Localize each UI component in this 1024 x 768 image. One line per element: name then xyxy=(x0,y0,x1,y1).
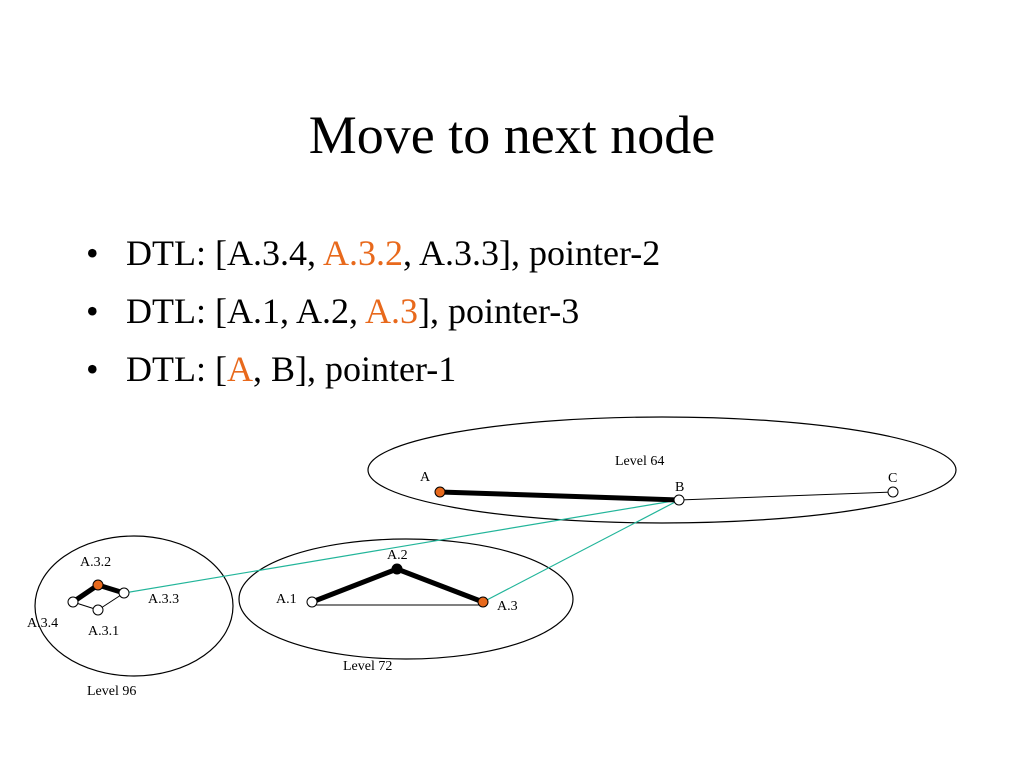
level-64-ellipse xyxy=(367,416,957,524)
node-a32 xyxy=(92,579,104,591)
node-b-label: B xyxy=(675,480,684,495)
level-96-label: Level 96 xyxy=(87,684,136,699)
node-a33 xyxy=(118,587,130,599)
bullet-dot: • xyxy=(86,349,99,389)
bullet-list: • DTL: [A.3.4, A.3.2, A.3.3], pointer-2 … xyxy=(86,224,660,398)
node-c-label: C xyxy=(888,471,897,486)
bullet-dot: • xyxy=(86,233,99,273)
bullet-text-suffix: , A.3.3], pointer-2 xyxy=(402,233,661,273)
bullet-dot: • xyxy=(86,291,99,331)
bullet-text-highlight: A xyxy=(226,349,253,389)
node-a3-label: A.3 xyxy=(497,599,518,614)
bullet-text-highlight: A.3.2 xyxy=(322,233,403,273)
bullet-text-prefix: DTL: [A.3.4, xyxy=(126,233,323,273)
node-a32-label: A.3.2 xyxy=(80,555,111,570)
link-a3-b xyxy=(482,499,680,603)
bullet-text-prefix: DTL: [ xyxy=(126,349,227,389)
node-a-label: A xyxy=(420,470,431,485)
level-72-ellipse xyxy=(238,538,574,660)
node-a1 xyxy=(306,596,318,608)
node-a34 xyxy=(67,596,79,608)
node-a1-label: A.1 xyxy=(276,592,297,607)
level-96-ellipse xyxy=(34,535,234,677)
edge-a-b xyxy=(439,489,680,503)
node-c xyxy=(887,486,899,498)
bullet-text-highlight: A.3 xyxy=(365,291,418,331)
level-72-label: Level 72 xyxy=(343,659,392,674)
bullet-text-prefix: DTL: [A.1, A.2, xyxy=(126,291,365,331)
link-a33-b xyxy=(123,499,680,594)
node-b xyxy=(673,494,685,506)
node-a2-label: A.2 xyxy=(387,548,408,563)
bullet-item: • DTL: [A, B], pointer-1 xyxy=(86,340,660,398)
bullet-item: • DTL: [A.3.4, A.3.2, A.3.3], pointer-2 xyxy=(86,224,660,282)
node-a2 xyxy=(391,563,403,575)
bullet-text-suffix: ], pointer-3 xyxy=(418,291,580,331)
edge-a2-a3 xyxy=(396,566,484,605)
edge-a1-a2 xyxy=(311,566,398,605)
node-a34-label: A.3.4 xyxy=(27,616,58,631)
node-a3 xyxy=(477,596,489,608)
edge-b-c xyxy=(678,491,894,501)
level-64-label: Level 64 xyxy=(615,454,664,469)
bullet-text-suffix: , B], pointer-1 xyxy=(252,349,457,389)
node-a31-label: A.3.1 xyxy=(88,624,119,639)
node-a33-label: A.3.3 xyxy=(148,592,179,607)
node-a xyxy=(434,486,446,498)
bullet-item: • DTL: [A.1, A.2, A.3], pointer-3 xyxy=(86,282,660,340)
node-a31 xyxy=(92,604,104,616)
slide-title: Move to next node xyxy=(308,105,716,165)
